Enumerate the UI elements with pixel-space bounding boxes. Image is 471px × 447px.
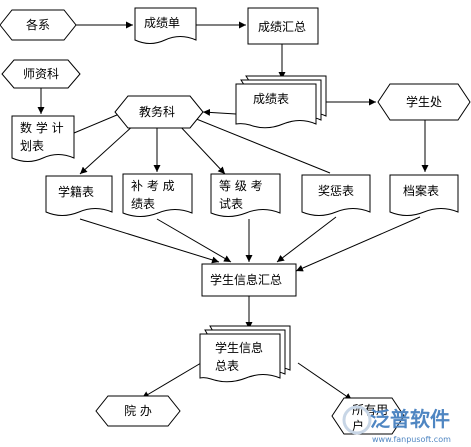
node-shizike-label: 师资科 xyxy=(23,67,59,81)
node-zongbiao-label-line2: 总表 xyxy=(215,359,239,373)
node-xueshengchu-label: 学生处 xyxy=(406,94,442,109)
edge-bukaobiao-to-xinxihuizong xyxy=(156,218,232,263)
node-dangan: 档案表 xyxy=(389,174,459,216)
node-zongbiao-shape xyxy=(199,333,281,383)
node-xinxihuizong-label: 学生信息汇总 xyxy=(210,272,282,287)
node-xuejibiao: 学籍表 xyxy=(45,175,113,216)
edge-jiaowuke-to-xuejibiao xyxy=(79,123,136,175)
node-jiaowuke-label: 教务科 xyxy=(139,104,175,119)
node-suoyouyonghu-label-line2: 户 xyxy=(352,418,364,433)
watermark: 泛普软件 www.fanpusoft.com xyxy=(342,405,451,444)
node-xueshengchu-shape xyxy=(377,83,471,121)
node-gexi-label: 各系 xyxy=(26,17,50,32)
node-dengjibiao-label-line2: 试表 xyxy=(219,196,243,211)
node-zongbiao-label-line1: 学生信息 xyxy=(215,340,263,355)
node-jiaowuke: 教务科 xyxy=(114,95,204,129)
node-shizike: 师资科 xyxy=(1,59,81,89)
node-yuanban: 院 办 xyxy=(95,395,181,427)
node-yuanban-label: 院 办 xyxy=(124,403,152,418)
node-jiaowuke-shape xyxy=(114,95,204,129)
node-gexi: 各系 xyxy=(0,9,77,41)
node-chengjihuizong-shape xyxy=(247,7,319,45)
node-shuxuejihua-label-line2: 划表 xyxy=(20,139,44,153)
node-chengjidan-shape xyxy=(134,7,197,44)
node-bukaobiao-label-line1: 补 考 成 xyxy=(131,179,175,193)
node-dangan-label: 档案表 xyxy=(403,183,439,198)
edge-chengjibiao-to-jiaowuke xyxy=(202,108,237,116)
edge-zongbiao-to-suoyouyonghu xyxy=(297,362,353,401)
edge-shuxuejihua-to-jiaowuke xyxy=(73,111,125,134)
node-zongbiao: 学生信息 总表 xyxy=(199,325,291,383)
node-jiangcheng-label: 奖惩表 xyxy=(318,184,354,198)
node-bukaobiao-shape xyxy=(122,173,193,217)
edges xyxy=(37,21,429,401)
watermark-url: www.fanpusoft.com xyxy=(372,435,451,444)
edge-jiangcheng-to-xinxihuizong xyxy=(276,216,337,263)
node-dangan-shape xyxy=(389,174,459,216)
node-xuejibiao-shape xyxy=(45,175,113,216)
edge-dangan-to-xinxihuizong xyxy=(295,216,421,272)
edge-jiangcheng-to-jiaowuke xyxy=(183,113,331,174)
node-chengjibiao: 成绩表 xyxy=(235,75,327,129)
watermark-logo-icon xyxy=(342,405,372,435)
edge-zongbiao-to-yuanban xyxy=(141,362,202,399)
node-shuxuejihua-shape xyxy=(11,115,75,162)
node-chengjidan: 成绩单 xyxy=(134,7,197,44)
node-dengjibiao: 等 级 考 试表 xyxy=(210,173,281,217)
node-bukaobiao: 补 考 成 绩表 xyxy=(122,173,193,217)
node-dengjibiao-shape xyxy=(210,173,281,217)
node-yuanban-shape xyxy=(95,395,181,427)
node-xinxihuizong: 学生信息汇总 xyxy=(201,263,297,297)
node-gexi-shape xyxy=(0,9,77,41)
edge-xuejibiao-to-xinxihuizong xyxy=(79,218,220,264)
node-chengjihuizong-label: 成绩汇总 xyxy=(258,20,306,34)
node-chengjibiao-label: 成绩表 xyxy=(253,92,289,106)
node-shizike-shape xyxy=(1,59,81,89)
node-chengjihuizong: 成绩汇总 xyxy=(247,7,319,45)
node-chengjidan-label: 成绩单 xyxy=(144,16,180,30)
node-xueshengchu: 学生处 xyxy=(377,83,471,121)
node-shuxuejihua: 数 学 计 划表 xyxy=(11,115,75,162)
node-xuejibiao-label: 学籍表 xyxy=(58,184,94,199)
node-dengjibiao-label-line1: 等 级 考 xyxy=(219,179,263,193)
watermark-brand: 泛普软件 xyxy=(370,407,450,431)
node-jiangcheng: 奖惩表 xyxy=(301,174,371,216)
node-bukaobiao-label-line2: 绩表 xyxy=(131,197,155,211)
node-shuxuejihua-label-line1: 数 学 计 xyxy=(20,120,64,135)
node-chengjibiao-shape xyxy=(235,83,317,129)
edge-jiaowuke-to-dengjibiao xyxy=(177,123,226,175)
node-jiangcheng-shape xyxy=(301,174,371,216)
node-xinxihuizong-shape xyxy=(201,263,297,297)
